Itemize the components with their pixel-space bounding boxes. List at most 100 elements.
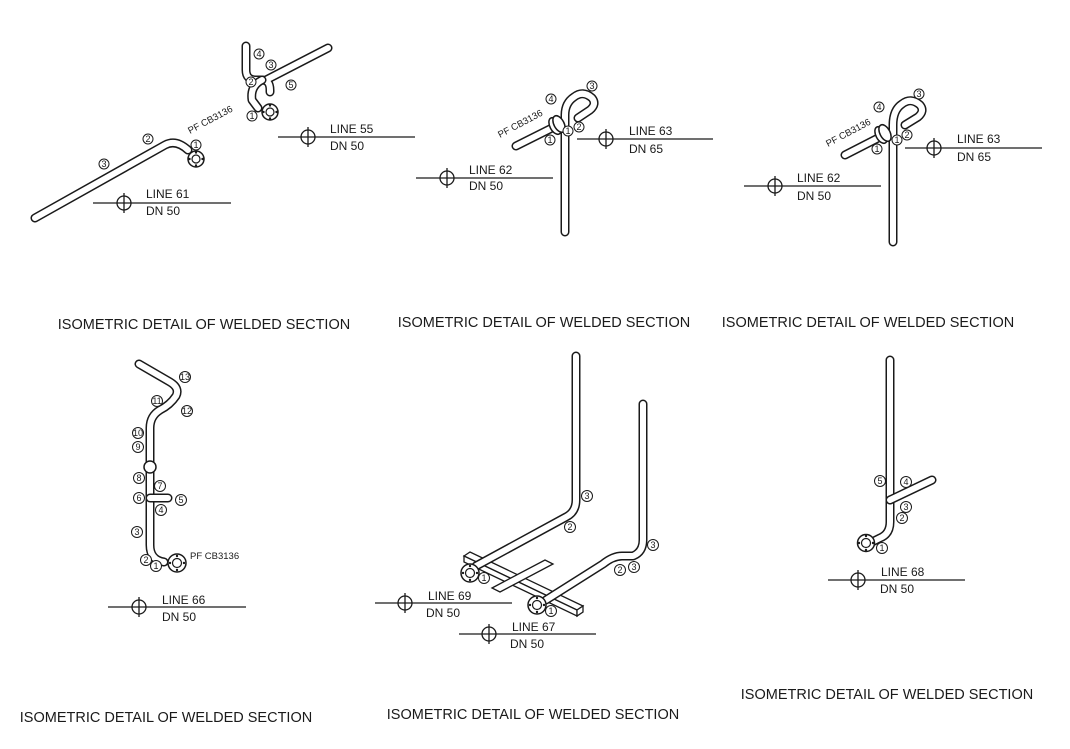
svg-text:7: 7 [157, 481, 162, 491]
line-tag-62-b: LINE 62 DN 50 [744, 171, 881, 203]
marker-d3-1b: 1 [871, 143, 883, 155]
marker-d5-3c: 3 [628, 561, 640, 573]
marker-d2-1b: 1 [544, 134, 556, 146]
svg-text:3: 3 [101, 159, 106, 169]
flange-d4 [167, 553, 187, 573]
marker-d4-9: 9 [132, 441, 144, 453]
svg-text:1: 1 [547, 135, 552, 145]
marker-d2-2: 2 [573, 121, 585, 133]
svg-text:DN 65: DN 65 [629, 142, 663, 156]
marker-d2-3: 3 [586, 80, 598, 92]
line-tag-61: LINE 61 DN 50 [93, 187, 231, 218]
flange-d1-upper [261, 103, 279, 121]
svg-text:8: 8 [136, 473, 141, 483]
svg-text:1: 1 [879, 543, 884, 553]
svg-text:11: 11 [152, 396, 161, 406]
svg-text:LINE 69: LINE 69 [428, 589, 472, 603]
marker-d3-2: 2 [901, 129, 913, 141]
svg-text:DN 50: DN 50 [469, 179, 503, 193]
svg-text:1: 1 [481, 573, 486, 583]
detail-2: 4 3 2 1 1 PF CB3136 LINE 63 DN 65 LINE 6… [398, 80, 713, 331]
detail-1: 1 2 3 4 3 2 1 5 PF CB3136 LINE 55 DN 50 … [30, 41, 415, 333]
marker-d2-4: 4 [545, 93, 557, 105]
svg-text:4: 4 [158, 505, 163, 515]
svg-text:LINE 61: LINE 61 [146, 187, 190, 201]
svg-text:2: 2 [145, 134, 150, 144]
svg-text:1: 1 [153, 561, 158, 571]
svg-text:5: 5 [178, 495, 183, 505]
svg-text:3: 3 [589, 81, 594, 91]
marker-d4-6: 6 [133, 492, 145, 504]
svg-text:2: 2 [617, 565, 622, 575]
marker-d6-2: 2 [896, 512, 908, 524]
pf-code-d1: PF CB3136 [186, 104, 235, 137]
svg-text:3: 3 [134, 527, 139, 537]
marker-d4-5: 5 [175, 494, 187, 506]
svg-text:3: 3 [903, 502, 908, 512]
svg-text:3: 3 [584, 491, 589, 501]
line-tag-63-a: LINE 63 DN 65 [577, 124, 713, 156]
detail-5: 3 2 3 2 3 1 1 LINE 69 DN 50 LINE 67 DN 5… [375, 351, 679, 723]
caption-d2: ISOMETRIC DETAIL OF WELDED SECTION [398, 315, 690, 331]
line-tag-62-a: LINE 62 DN 50 [416, 163, 553, 193]
marker-d4-13: 13 [179, 371, 191, 383]
svg-text:2: 2 [904, 130, 909, 140]
marker-d1-1b: 1 [246, 110, 258, 122]
marker-d4-8: 8 [133, 472, 145, 484]
pf-code-d4: PF CB3136 [190, 551, 239, 562]
caption-d3: ISOMETRIC DETAIL OF WELDED SECTION [722, 315, 1014, 331]
svg-text:3: 3 [268, 60, 273, 70]
svg-text:LINE 68: LINE 68 [881, 565, 925, 579]
marker-d1-4: 4 [253, 48, 265, 60]
svg-text:1: 1 [249, 111, 254, 121]
svg-text:DN 50: DN 50 [797, 189, 831, 203]
flange-d5-69 [460, 563, 480, 583]
marker-d6-4: 4 [900, 476, 912, 488]
marker-d1-2: 2 [142, 133, 154, 145]
svg-text:LINE 62: LINE 62 [469, 163, 513, 177]
svg-text:LINE 63: LINE 63 [957, 132, 1001, 146]
marker-d4-4: 4 [155, 504, 167, 516]
marker-d1-3b: 3 [265, 59, 277, 71]
marker-d1-1: 1 [190, 139, 202, 151]
detail-6: 5 4 3 2 1 LINE 68 DN 50 ISOMETRIC DETAIL… [741, 355, 1033, 703]
marker-d1-3: 3 [98, 158, 110, 170]
svg-text:5: 5 [288, 80, 293, 90]
line-tag-69: LINE 69 DN 50 [375, 589, 512, 620]
svg-text:LINE 63: LINE 63 [629, 124, 673, 138]
svg-text:5: 5 [877, 476, 882, 486]
flange-d5-67 [527, 595, 547, 615]
svg-text:4: 4 [548, 94, 553, 104]
svg-text:9: 9 [135, 442, 140, 452]
svg-text:LINE 66: LINE 66 [162, 593, 206, 607]
caption-d5: ISOMETRIC DETAIL OF WELDED SECTION [387, 707, 679, 723]
marker-d5-3b: 3 [647, 539, 659, 551]
detail-4: 13 11 12 10 9 8 7 6 5 4 3 2 1 PF CB3136 … [20, 359, 312, 726]
line-tag-68: LINE 68 DN 50 [828, 565, 965, 596]
svg-text:4: 4 [903, 477, 908, 487]
marker-d5-2a: 2 [564, 521, 576, 533]
marker-d2-1: 1 [562, 125, 574, 137]
svg-text:DN 50: DN 50 [330, 139, 364, 153]
marker-d5-3a: 3 [581, 490, 593, 502]
marker-d3-4: 4 [873, 101, 885, 113]
svg-text:LINE 55: LINE 55 [330, 122, 374, 136]
svg-text:DN 50: DN 50 [510, 637, 544, 651]
svg-text:LINE 62: LINE 62 [797, 171, 841, 185]
marker-d3-3: 3 [913, 88, 925, 100]
line-tag-67: LINE 67 DN 50 [459, 620, 596, 651]
svg-text:LINE 67: LINE 67 [512, 620, 556, 634]
svg-text:1: 1 [874, 144, 879, 154]
marker-d4-12: 12 [181, 405, 193, 417]
svg-text:3: 3 [916, 89, 921, 99]
marker-d5-1a: 1 [478, 572, 490, 584]
marker-d4-2: 2 [140, 554, 152, 566]
svg-text:3: 3 [631, 562, 636, 572]
line-tag-66: LINE 66 DN 50 [108, 593, 246, 624]
marker-d1-2b: 2 [245, 76, 257, 88]
svg-text:4: 4 [256, 49, 261, 59]
svg-text:10: 10 [133, 428, 143, 438]
svg-text:2: 2 [567, 522, 572, 532]
svg-text:DN 65: DN 65 [957, 150, 991, 164]
